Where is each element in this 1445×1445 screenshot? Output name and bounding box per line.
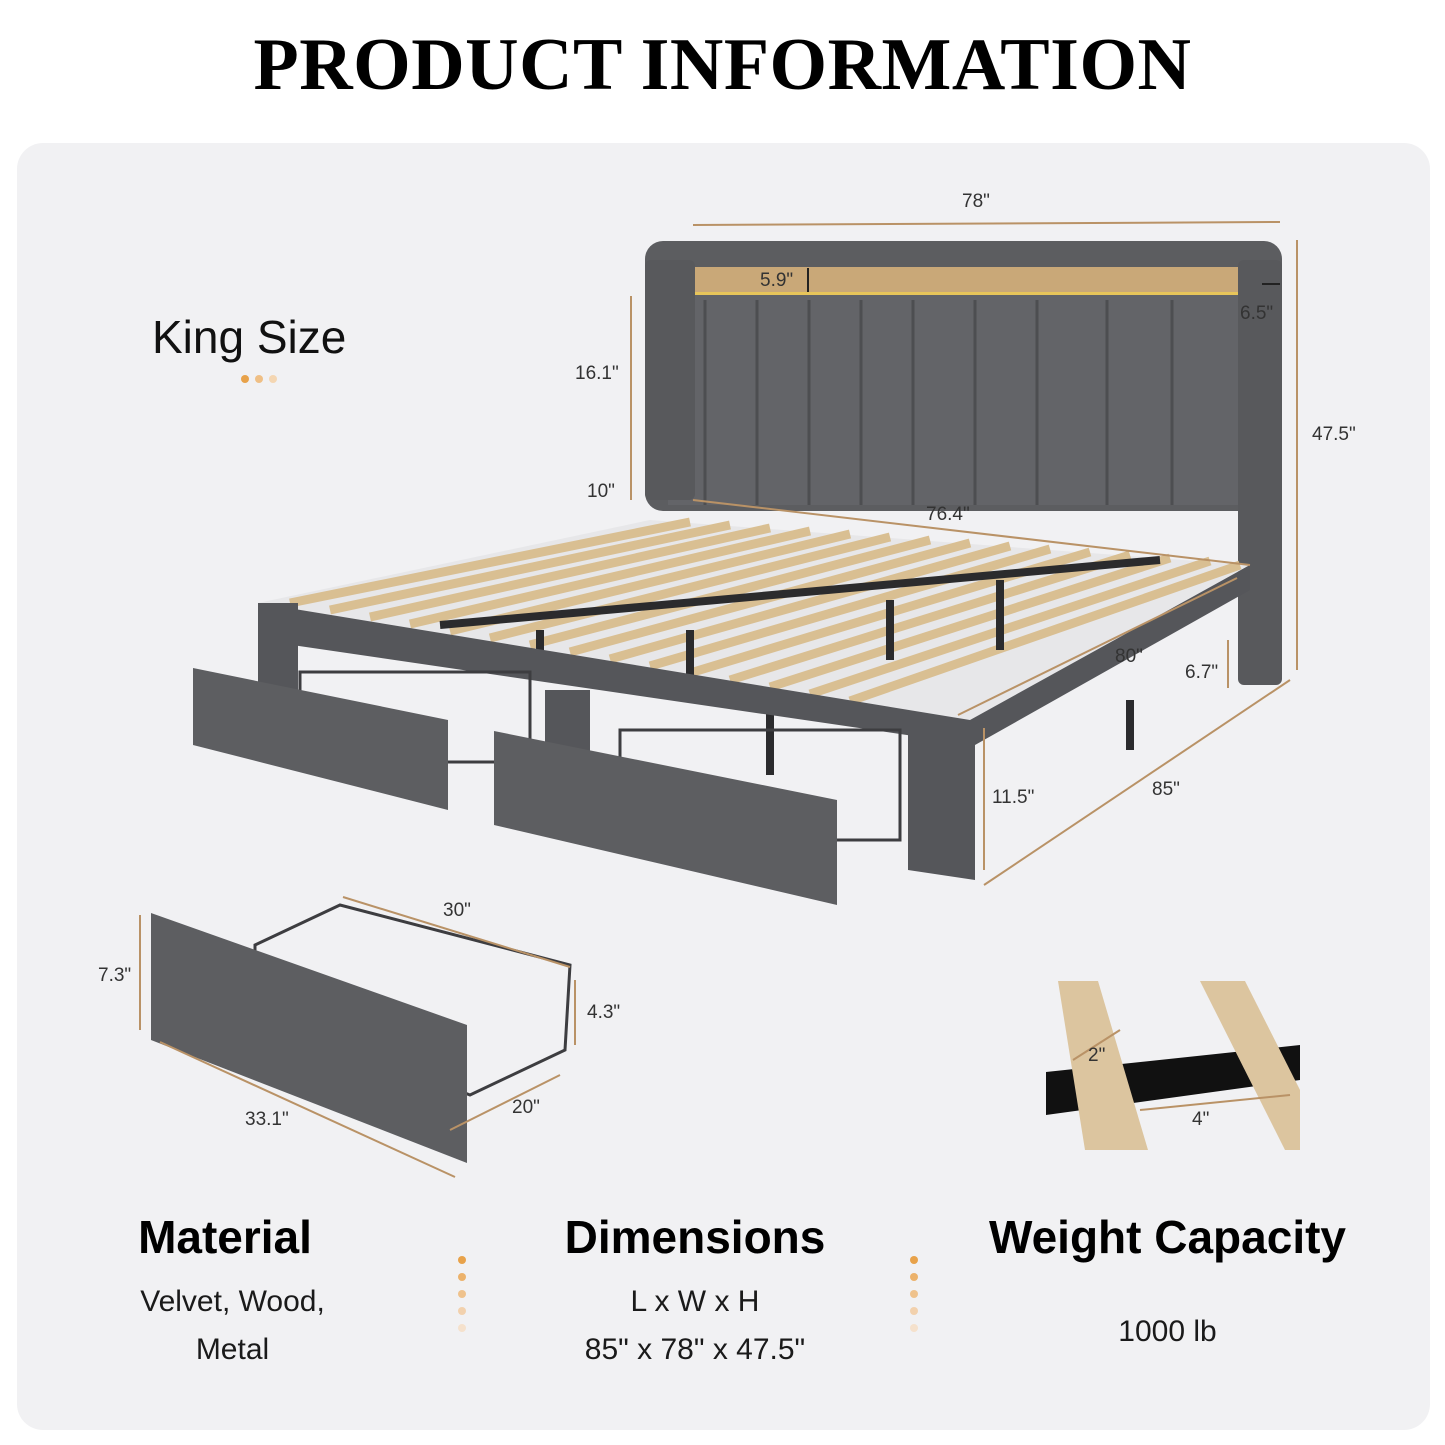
material-line-2: Metal [195, 1333, 270, 1366]
slat-detail [1046, 981, 1300, 1150]
dim-drawer-depth: 20" [512, 1097, 540, 1118]
dimensions-heading: Dimensions [564, 1211, 826, 1263]
dim-shelf-height: 5.9" [760, 270, 794, 291]
dim-slat-width: 2" [1088, 1045, 1106, 1066]
dimensions-line-2: 85" x 78" x 47.5" [584, 1333, 806, 1366]
dim-side-clearance: 6.7" [1185, 662, 1219, 683]
weight-heading: Weight Capacity [989, 1211, 1346, 1263]
headboard [645, 241, 1282, 685]
dim-drawer-length: 30" [443, 900, 471, 921]
material-heading: Material [138, 1211, 312, 1263]
dim-headboard-gap: 10" [587, 481, 615, 502]
weight-value: 1000 lb [1118, 1315, 1217, 1348]
divider-dots-right [910, 1256, 918, 1332]
dim-headboard-panel: 16.1" [575, 363, 619, 384]
page-title: PRODUCT INFORMATION [253, 24, 1192, 106]
dim-basket-height: 4.3" [587, 1002, 621, 1023]
decorative-dots [241, 375, 277, 383]
material-value: Velvet, Wood, Metal [60, 1278, 405, 1374]
dim-inner-width: 76.4" [926, 504, 970, 525]
dim-slat-gap: 4" [1192, 1109, 1210, 1130]
dim-bed-length: 85" [1152, 779, 1180, 800]
dim-drawer-front-width: 33.1" [245, 1109, 289, 1130]
dimensions-line-1: L x W x H [630, 1285, 760, 1318]
dim-drawer-front-height: 7.3" [98, 965, 132, 986]
dim-frame-height: 11.5" [992, 787, 1035, 808]
material-line-1: Velvet, Wood, [140, 1285, 325, 1318]
dim-total-height: 47.5" [1312, 424, 1356, 445]
dim-bed-width: 78" [962, 191, 990, 212]
size-label: King Size [152, 311, 347, 363]
dim-inner-length: 80" [1115, 646, 1143, 667]
under-bed-drawers [193, 668, 902, 905]
dimensions-value: L x W x H 85" x 78" x 47.5" [520, 1278, 870, 1374]
dimension-lines [139, 221, 1298, 1178]
dim-wing-depth: 6.5" [1240, 303, 1274, 324]
divider-dots-left [458, 1256, 466, 1332]
drawer-detail [151, 903, 572, 1163]
